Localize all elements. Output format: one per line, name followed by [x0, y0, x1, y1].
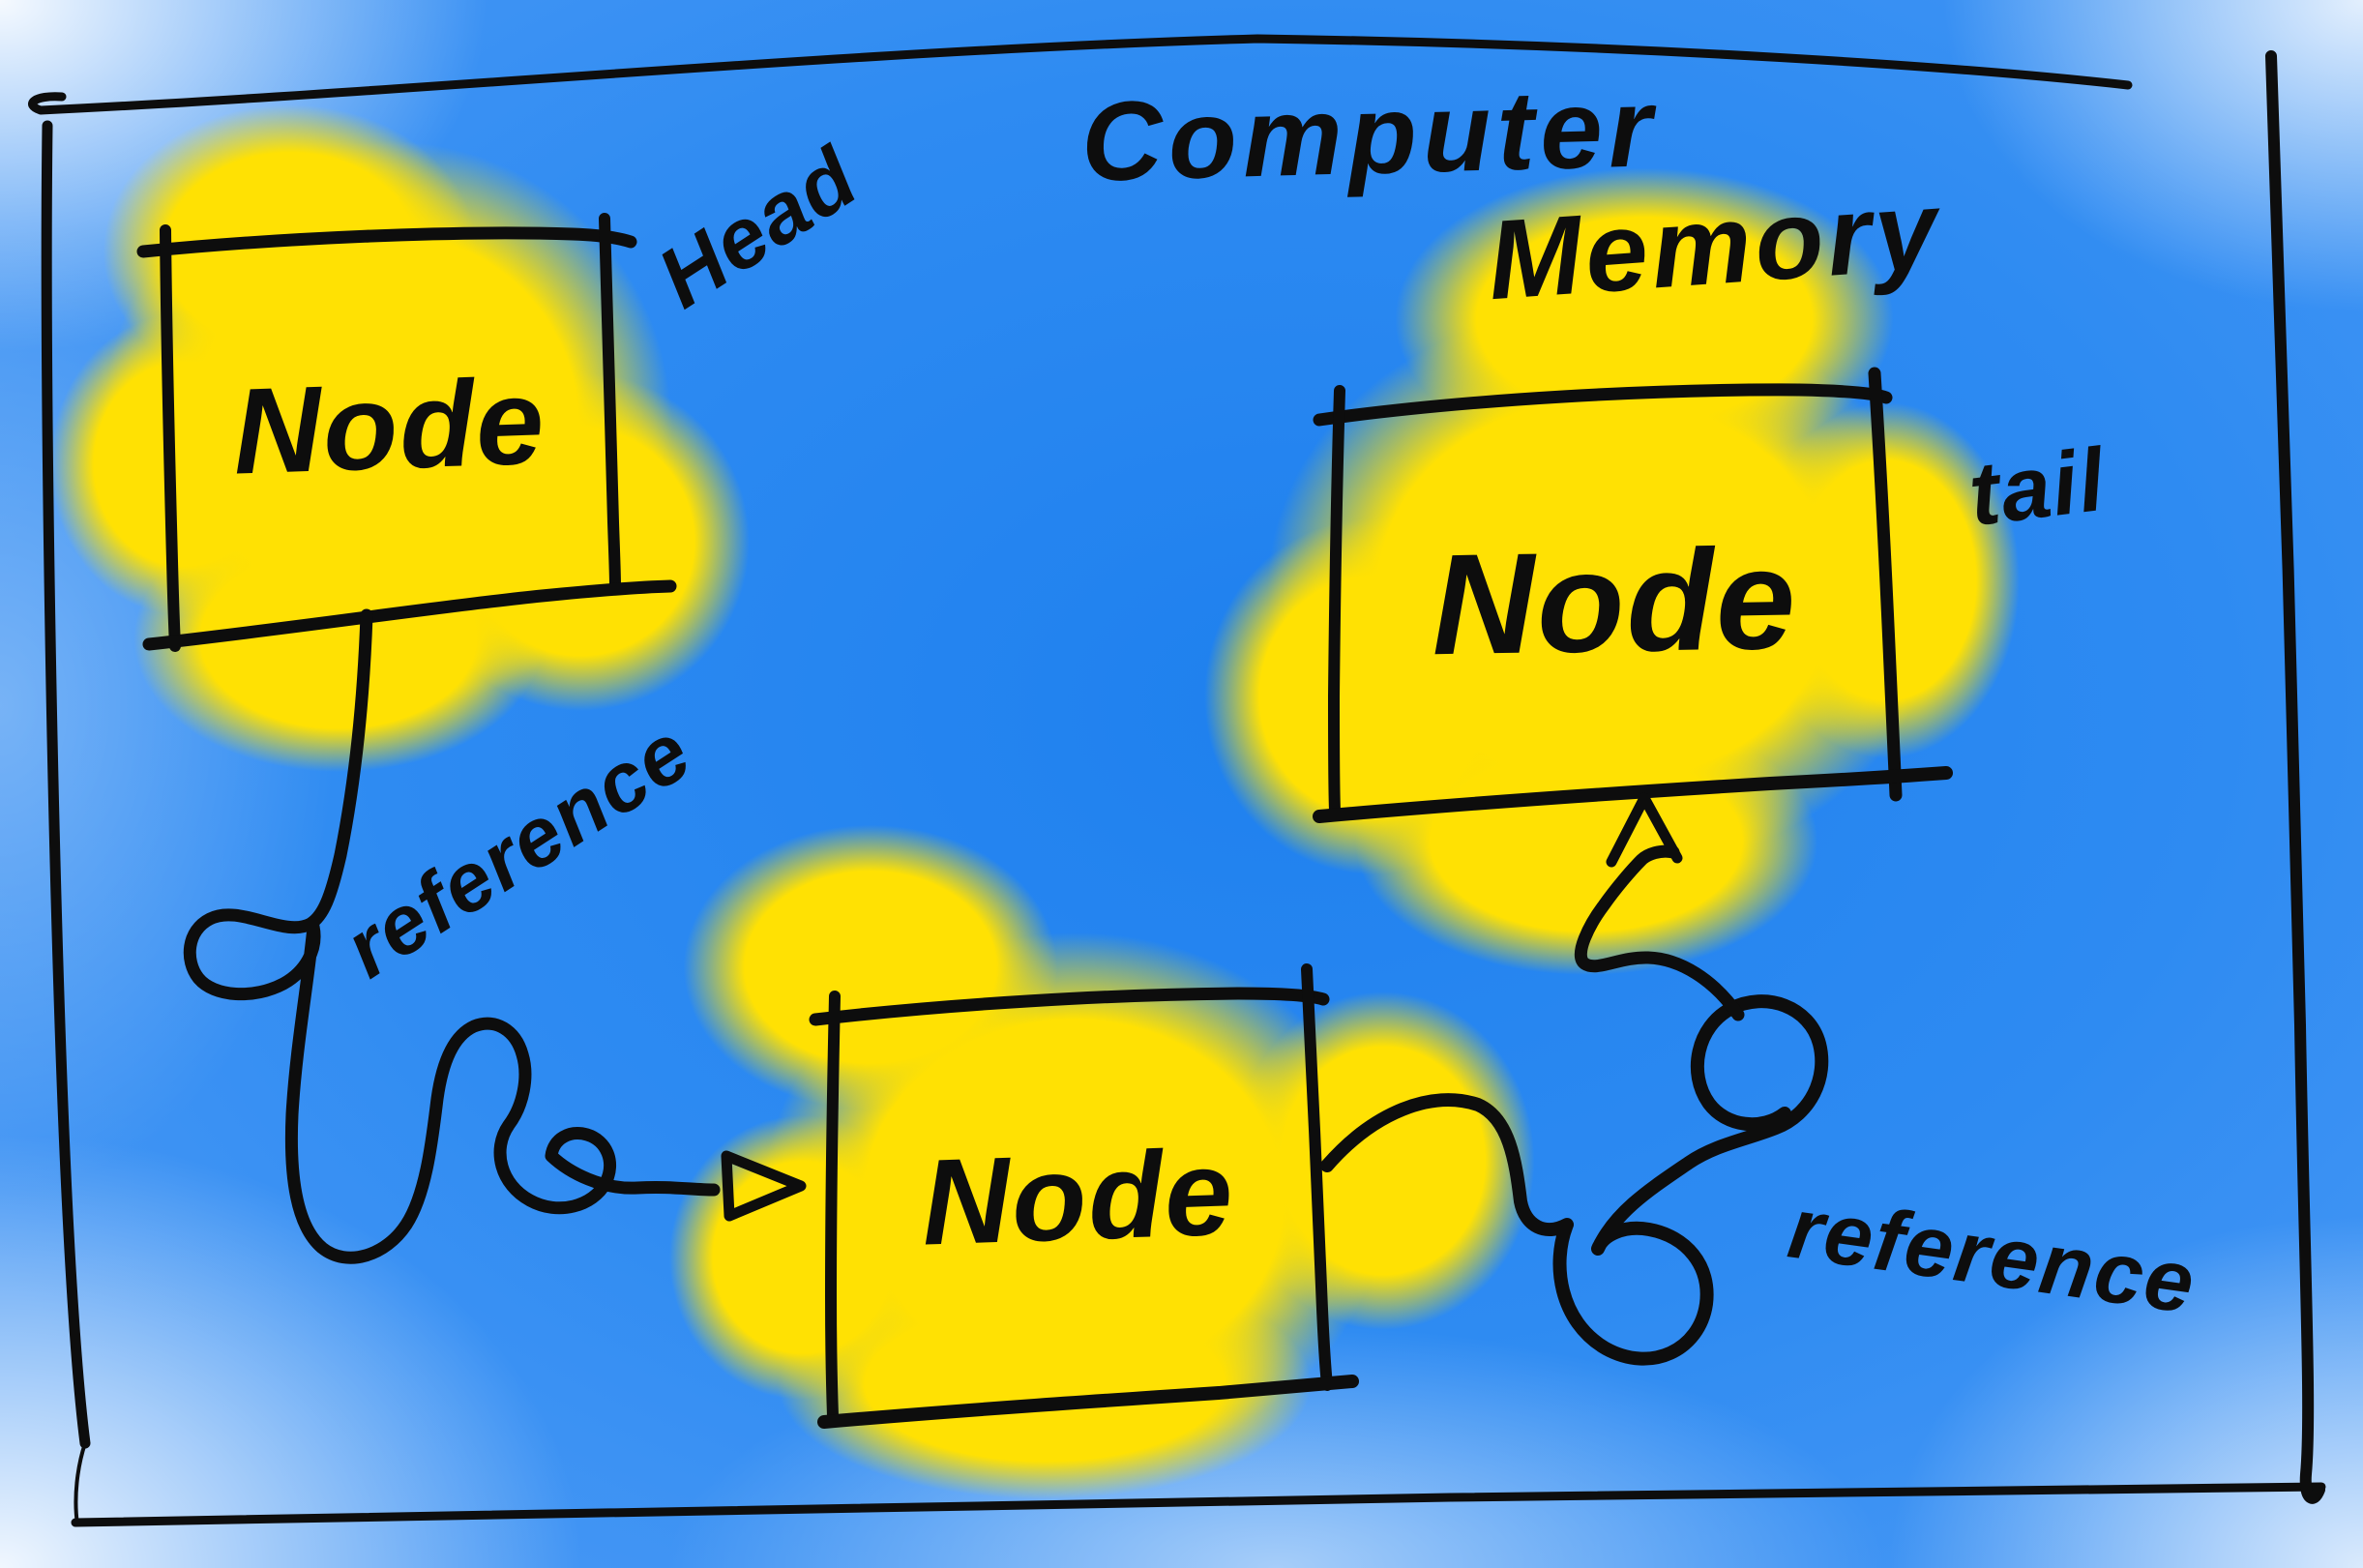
head-node-label-box: Node	[162, 232, 615, 619]
node-label: Node	[1430, 518, 1799, 685]
frame-border	[28, 34, 2326, 1527]
frame-bottom-line	[71, 1482, 2326, 1527]
link-squiggle	[1320, 994, 1829, 1366]
link-squiggle	[183, 608, 721, 1264]
head-node-box	[136, 213, 677, 652]
arrowhead-up	[1606, 792, 1683, 868]
box-right	[1868, 367, 1903, 802]
tail-annotation: tail	[1964, 429, 2112, 546]
reference-link-head-to-middle	[183, 608, 807, 1264]
box-left	[1328, 385, 1345, 816]
frame-left-line-tail	[74, 1441, 87, 1526]
box-top	[809, 987, 1330, 1026]
title-line-computer: Computer	[1079, 64, 1660, 205]
frame-right-line	[2265, 50, 2325, 1504]
frame-left-line	[41, 120, 91, 1449]
box-bottom	[817, 1375, 1359, 1429]
box-right	[599, 213, 621, 592]
link-squiggle-upper	[1574, 844, 1745, 1021]
tail-node-box	[1313, 367, 1953, 823]
frame-top-line	[28, 34, 2133, 115]
middle-node-box	[809, 963, 1359, 1429]
box-left	[160, 224, 181, 652]
tail-node-label-box: Node	[1334, 392, 1895, 813]
box-bottom	[142, 579, 677, 651]
arrowhead-right	[721, 1150, 807, 1222]
node-label: Node	[919, 1122, 1236, 1271]
node-label: Node	[230, 351, 547, 500]
middle-node-label-box: Node	[831, 993, 1324, 1400]
box-top	[1313, 383, 1893, 427]
box-left	[825, 991, 841, 1422]
reference-link-middle-to-tail	[1320, 792, 1829, 1366]
box-right	[1301, 963, 1333, 1391]
box-bottom	[1313, 766, 1953, 823]
